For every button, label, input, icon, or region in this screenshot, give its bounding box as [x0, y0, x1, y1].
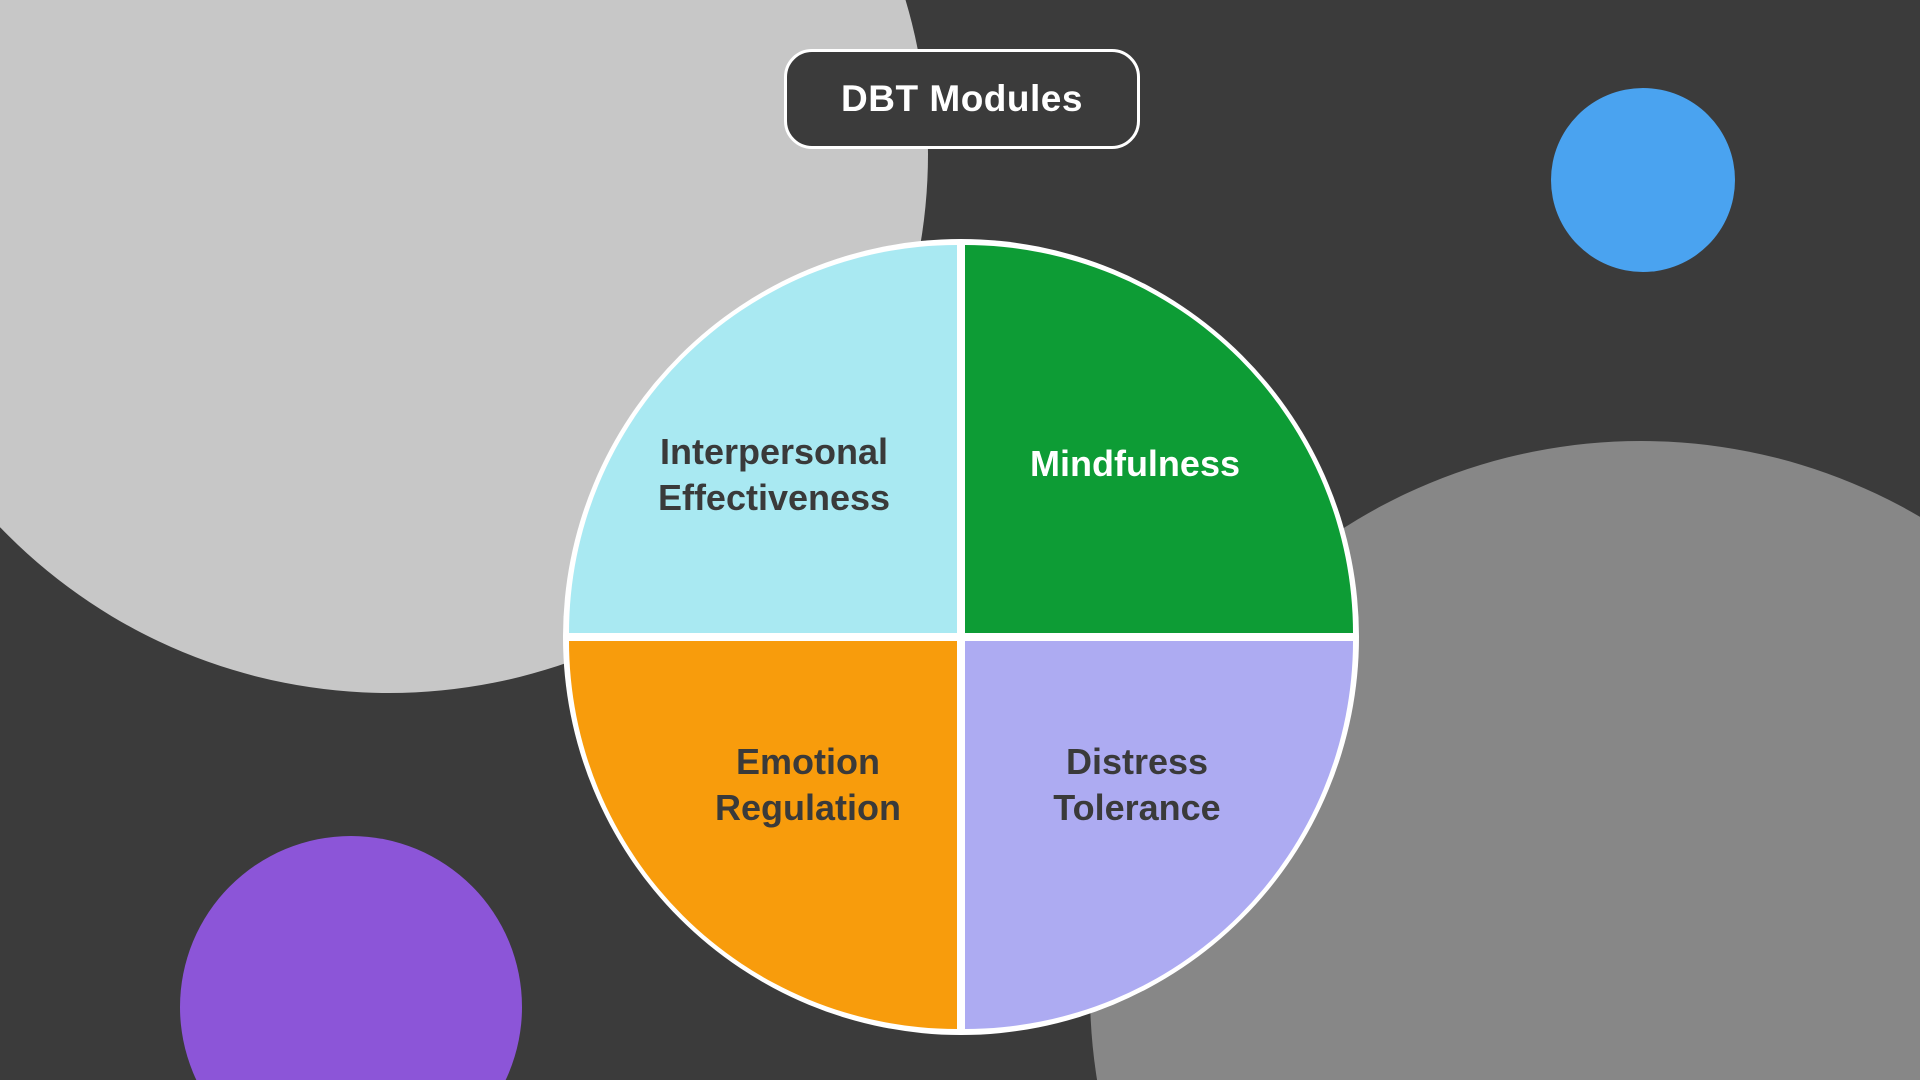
title-badge-label: DBT Modules	[841, 78, 1083, 119]
segment-mindfulness: Mindfulness	[965, 245, 1353, 633]
decor-circle-purple	[180, 836, 522, 1080]
segment-label: Mindfulness	[1029, 443, 1240, 485]
segment-label: Interpersonal Effectiveness	[657, 431, 891, 518]
segment-emotion-regulation: Emotion Regulation	[569, 641, 957, 1029]
title-badge: DBT Modules	[784, 49, 1140, 149]
decor-circle-blue	[1551, 88, 1735, 272]
segment-label: Distress Tolerance	[1053, 741, 1221, 828]
dbt-modules-chart: Interpersonal Effectiveness Mindfulness …	[563, 239, 1359, 1035]
segment-label: Emotion Regulation	[715, 741, 901, 828]
